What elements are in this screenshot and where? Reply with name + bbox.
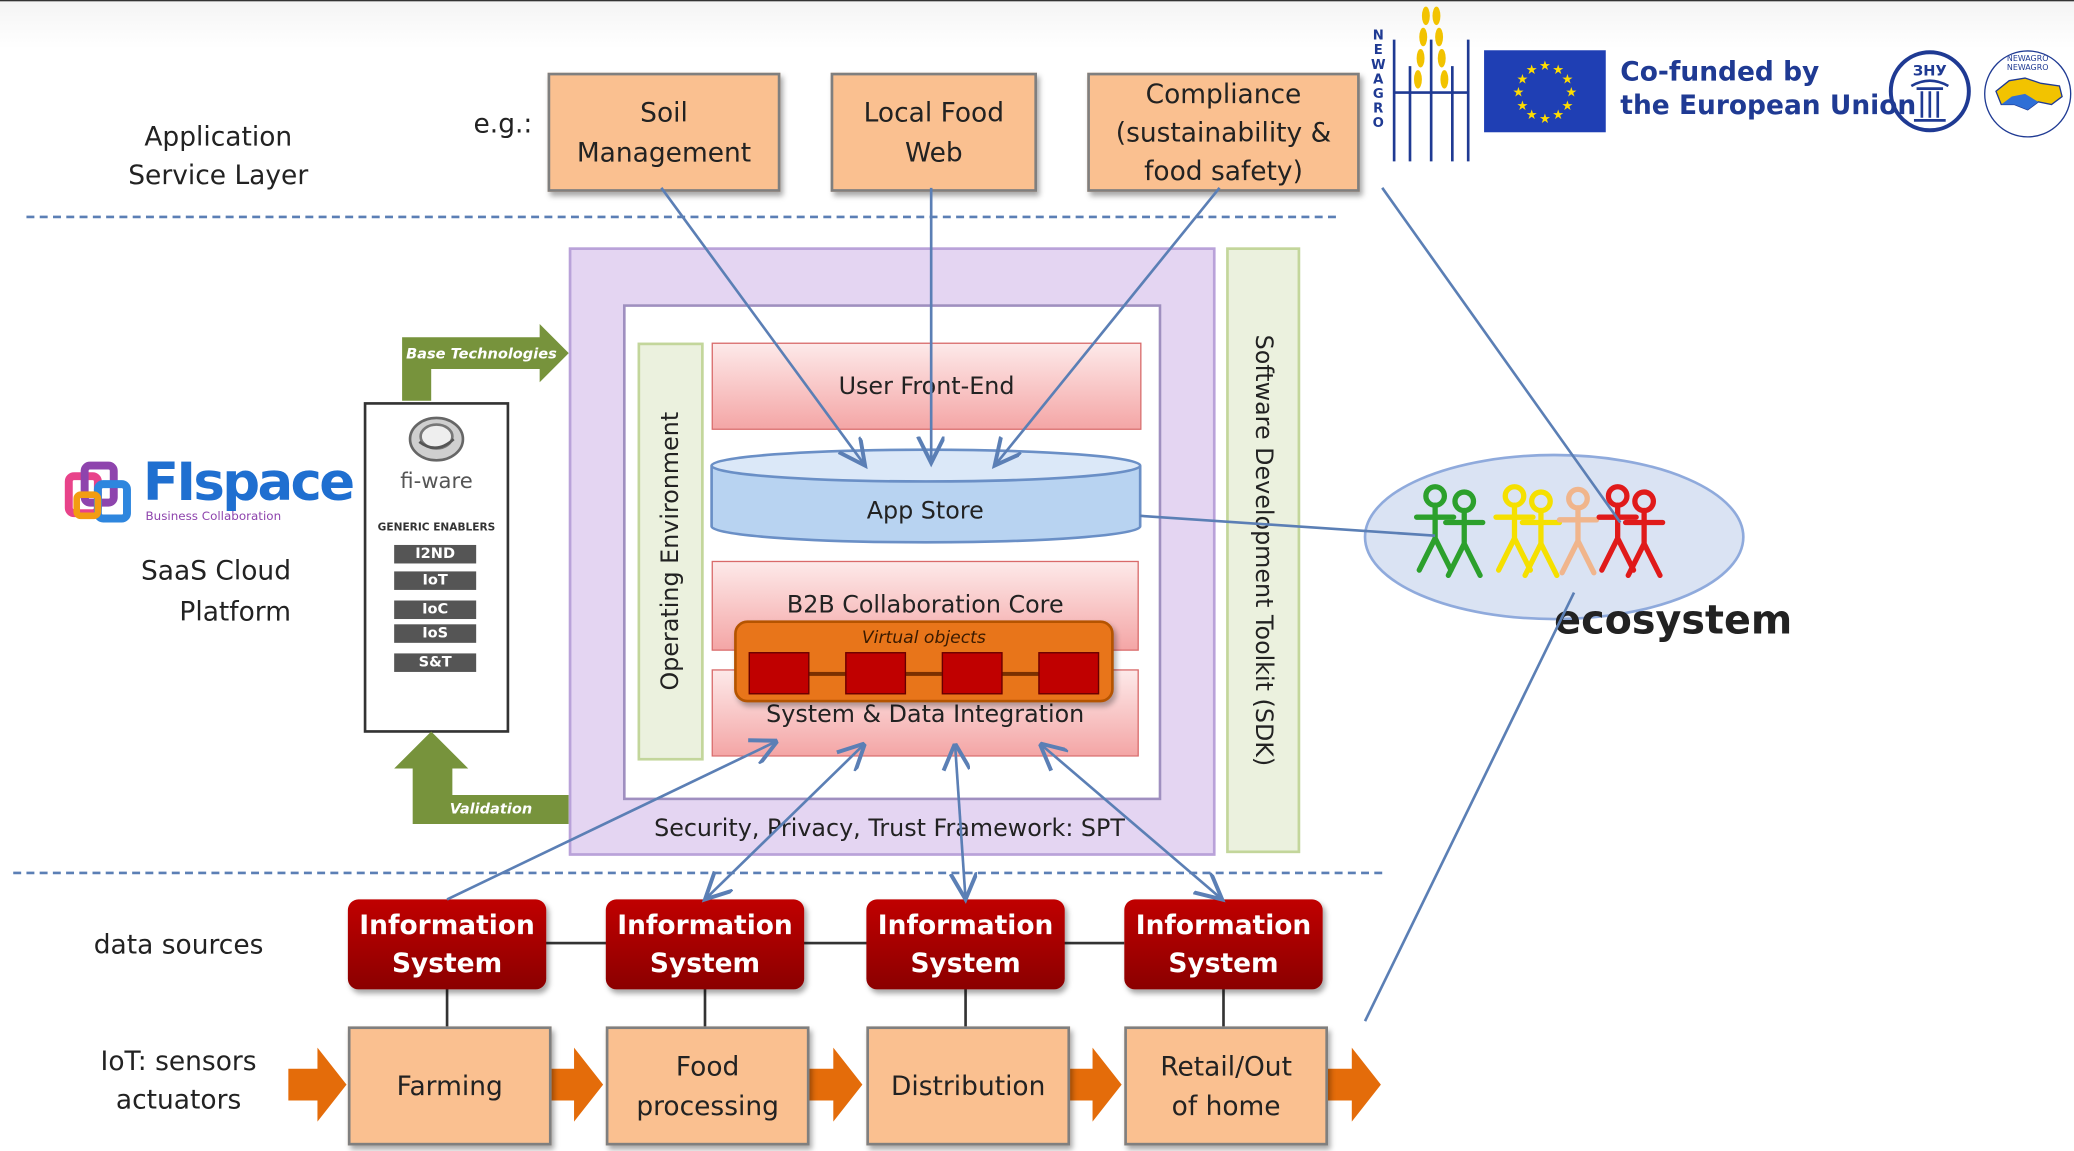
user-front-end-label: User Front-End (838, 372, 1015, 401)
is-stem-1 (445, 986, 449, 1027)
eg-label: e.g.: (473, 107, 533, 139)
znu-seal: ЗНУ (1888, 50, 1971, 133)
validation-arrow (394, 731, 569, 825)
fispace-wordmark: FIspace (142, 452, 355, 514)
svg-text:★: ★ (1561, 72, 1573, 87)
svg-text:★: ★ (1516, 72, 1528, 87)
top-bar (0, 0, 2074, 49)
is-stem-3 (964, 986, 967, 1027)
virtual-objects-box: Virtual objects (734, 620, 1114, 703)
ecosystem-label: ecosystem (1554, 597, 1793, 645)
newagro-seal-text: NEWAGRO NEWAGRO (2006, 54, 2049, 73)
fispace-icon (64, 461, 131, 523)
is-connector-line (542, 941, 1125, 945)
column-icon (1910, 79, 1949, 122)
svg-text:★: ★ (1565, 86, 1577, 101)
information-system-2: Information System (605, 899, 805, 990)
chain-arrows (288, 1047, 1381, 1122)
newagro-letters: N E W A G R O (1370, 29, 1386, 131)
enabler-i2nd: I2ND (394, 544, 477, 564)
svg-text:★: ★ (1539, 59, 1551, 74)
virtual-objects-label: Virtual objects (861, 628, 986, 649)
fispace-tagline: Business Collaboration (145, 510, 282, 524)
enabler-st: S&T (394, 653, 477, 672)
cofunded-text: Co-funded by the European Union (1620, 55, 1917, 121)
virtual-object-4 (1038, 652, 1100, 695)
enabler-ios: IoS (394, 624, 477, 643)
svg-text:★: ★ (1552, 108, 1564, 123)
enabler-iot: IoT (394, 571, 477, 590)
virtual-objects-link (776, 671, 1081, 676)
information-system-4: Information System (1124, 899, 1323, 990)
separator-bottom (13, 871, 1383, 875)
sdk-label: Software Development Toolkit (SDK) (1249, 334, 1278, 767)
virtual-object-3 (941, 652, 1003, 695)
base-technologies-arrow (402, 324, 569, 401)
app-compliance: Compliance (sustainability & food safety… (1087, 72, 1360, 192)
svg-text:★: ★ (1539, 112, 1551, 127)
fiware-swirl-icon (408, 416, 465, 462)
virtual-object-2 (845, 652, 907, 695)
application-service-layer-label: Application Service Layer (128, 120, 309, 191)
iot-sensors-actuators-label: IoT: sensors actuators (100, 1044, 257, 1116)
is-stem-2 (703, 986, 707, 1027)
base-technologies-label: Base Technologies (406, 345, 557, 363)
data-sources-label: data sources (93, 928, 264, 961)
eu-flag: ★★★ ★★★ ★★★ ★★★ (1484, 50, 1606, 133)
b2b-core-label: B2B Collaboration Core (786, 591, 1064, 620)
fiware-label: fi-ware (400, 468, 473, 494)
chain-distribution: Distribution (866, 1026, 1071, 1146)
fiware-box: fi-ware GENERIC ENABLERS I2ND IoT IoC Io… (363, 402, 510, 733)
svg-text:★: ★ (1526, 63, 1538, 78)
fispace-logo: FIspace Business Collaboration (64, 452, 355, 534)
chain-retail: Retail/Out of home (1124, 1026, 1328, 1146)
is-stem-4 (1222, 986, 1225, 1027)
saas-cloud-platform-label: SaaS Cloud Platform (141, 554, 291, 627)
system-data-integration-label: System & Data Integration (766, 701, 1085, 729)
newagro-seal: NEWAGRO NEWAGRO (1984, 50, 2072, 138)
svg-text:★: ★ (1526, 108, 1538, 123)
svg-text:★: ★ (1516, 99, 1528, 114)
sdk-bar: Software Development Toolkit (SDK) (1226, 247, 1301, 854)
app-store-label: App Store (866, 497, 984, 526)
user-front-end-box: User Front-End (711, 342, 1142, 430)
svg-text:★: ★ (1513, 86, 1525, 101)
virtual-object-1 (748, 652, 810, 695)
ukraine-map-icon (1995, 77, 2063, 111)
wheat-logo-icon (1392, 6, 1470, 162)
validation-label: Validation (449, 800, 533, 818)
generic-enablers-label: GENERIC ENABLERS (377, 521, 496, 534)
enabler-ioc: IoC (394, 600, 477, 620)
eu-stars-icon: ★★★ ★★★ ★★★ ★★★ (1513, 59, 1578, 127)
znu-text: ЗНУ (1912, 62, 1947, 80)
chain-food-processing: Food processing (605, 1026, 810, 1146)
app-local-food-web: Local Food Web (830, 72, 1037, 192)
svg-text:★: ★ (1561, 99, 1573, 114)
information-system-1: Information System (347, 899, 547, 990)
people-icon (1413, 484, 1666, 579)
svg-text:★: ★ (1552, 63, 1564, 78)
information-system-3: Information System (866, 899, 1065, 990)
chain-farming: Farming (347, 1026, 552, 1146)
